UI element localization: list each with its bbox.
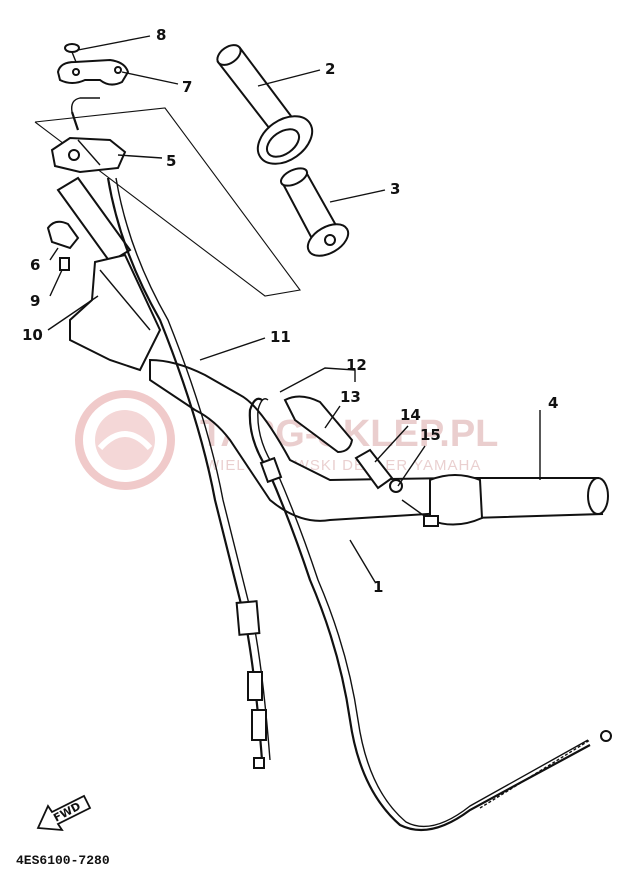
part-label-1: 1 bbox=[373, 578, 383, 596]
left-holder-10 bbox=[56, 176, 162, 372]
part-label-5: 5 bbox=[166, 152, 176, 170]
clamp-6 bbox=[46, 220, 80, 250]
locknut-15 bbox=[389, 479, 439, 527]
grip-2 bbox=[216, 44, 314, 165]
throttle-housing-5 bbox=[50, 136, 127, 174]
part-label-9: 9 bbox=[30, 292, 40, 310]
part-label-8: 8 bbox=[156, 26, 166, 44]
clutch-cover-13 bbox=[283, 395, 354, 454]
watermark-logo-icon bbox=[75, 390, 175, 490]
part-label-13: 13 bbox=[340, 388, 361, 406]
fwd-label: FWD bbox=[51, 800, 83, 825]
assembly-box bbox=[34, 107, 301, 297]
adjuster-14 bbox=[354, 448, 394, 490]
leader-lines bbox=[47, 35, 541, 583]
fwd-arrow-icon: FWD bbox=[36, 794, 92, 832]
right-grip-4 bbox=[429, 474, 609, 526]
part-label-4: 4 bbox=[548, 394, 558, 412]
diagram-code: 4ES6100-7280 bbox=[16, 853, 110, 868]
screw-8 bbox=[64, 43, 80, 63]
part-label-6: 6 bbox=[30, 256, 40, 274]
throttle-tube-3 bbox=[279, 167, 350, 257]
part-label-15: 15 bbox=[420, 426, 441, 444]
part-label-3: 3 bbox=[390, 180, 400, 198]
part-label-14: 14 bbox=[400, 406, 421, 424]
part-label-2: 2 bbox=[325, 60, 335, 78]
part-label-10: 10 bbox=[22, 326, 43, 344]
part-label-12: 12 bbox=[346, 356, 367, 374]
part-label-11: 11 bbox=[270, 328, 291, 346]
part-label-7: 7 bbox=[182, 78, 192, 96]
housing-cap-7 bbox=[56, 58, 130, 86]
bolt-9 bbox=[59, 257, 70, 271]
